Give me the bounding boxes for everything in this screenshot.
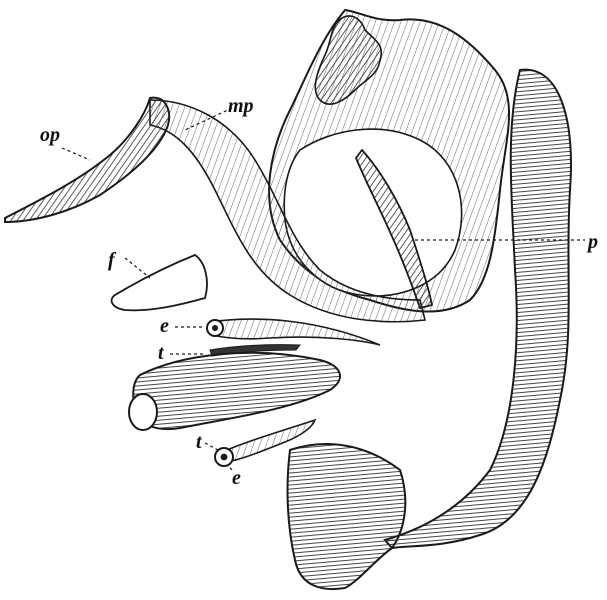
lower-body [288, 444, 406, 589]
proboscis [133, 353, 340, 429]
foot-f [112, 255, 207, 310]
tentacle-upper [210, 319, 380, 345]
label-op: op [40, 125, 60, 145]
label-e-bottom: e [232, 468, 241, 488]
label-mp: mp [228, 96, 254, 116]
eye-upper-pupil [212, 325, 218, 331]
operculum-op [5, 98, 169, 222]
label-f: f [108, 250, 115, 270]
label-p: p [588, 232, 598, 252]
label-e-top: e [160, 316, 169, 336]
eye-lower-pupil [221, 454, 228, 461]
label-t-top: t [158, 343, 164, 363]
proboscis-tip [129, 394, 157, 430]
label-t-bottom: t [196, 432, 202, 452]
